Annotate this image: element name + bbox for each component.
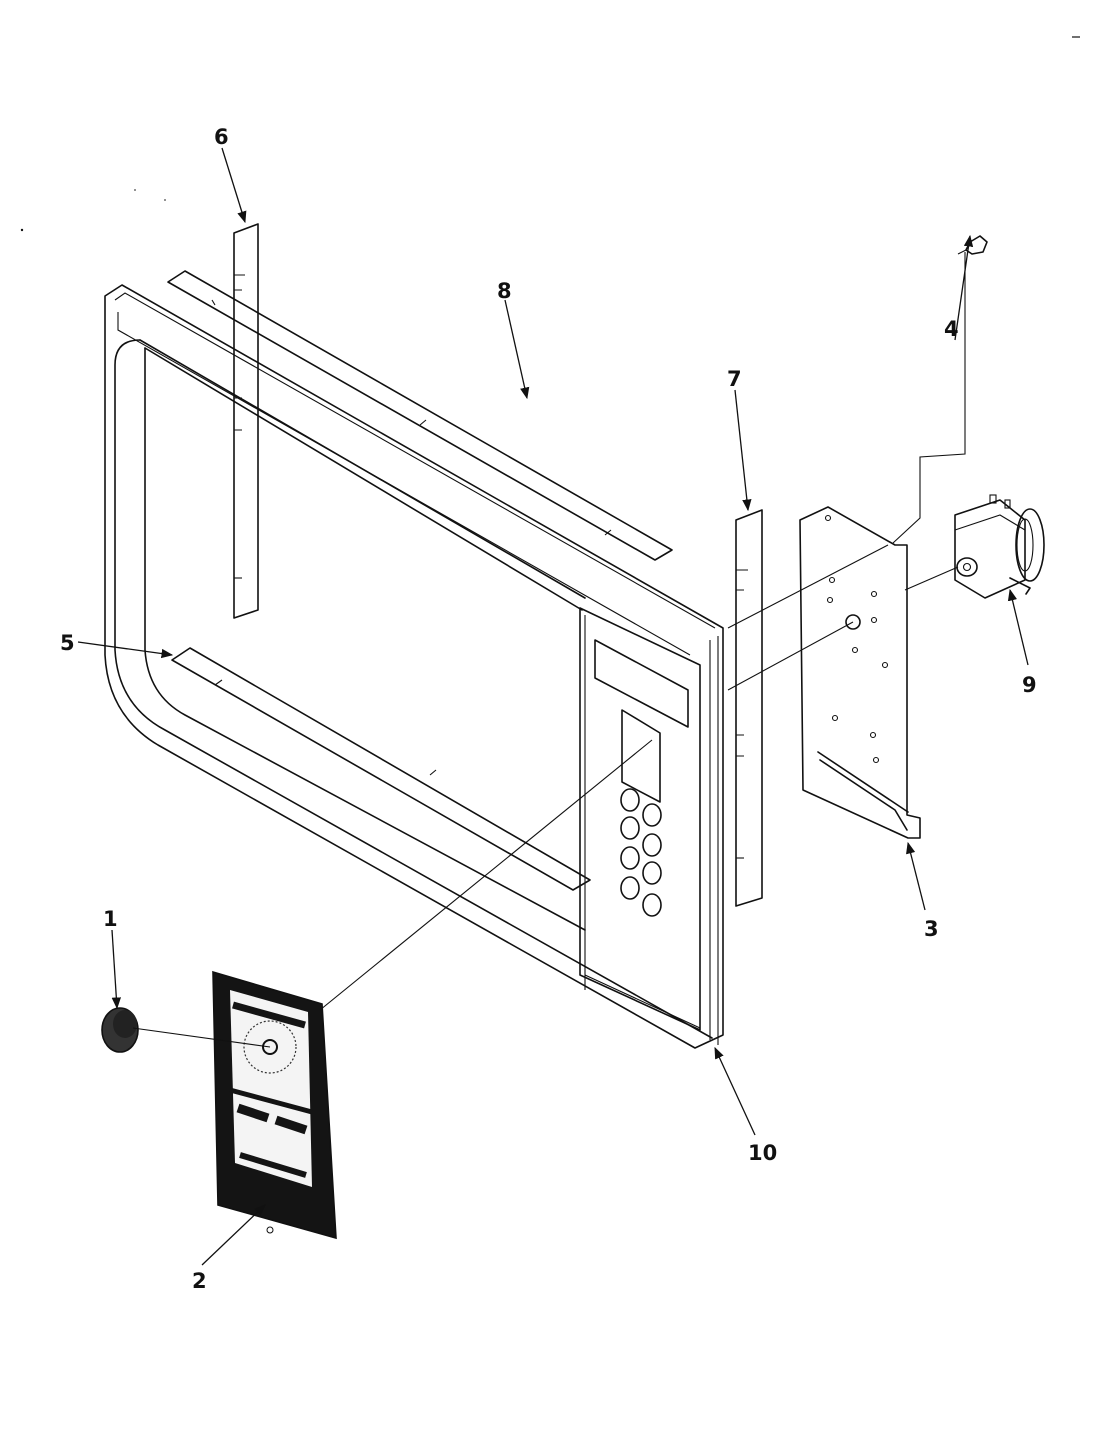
knob: [101, 1007, 139, 1053]
top-trim-strip: [167, 270, 673, 561]
assembly-lines: [132, 252, 966, 1048]
callout-8: 8: [497, 279, 512, 303]
callout-7: 7: [727, 367, 742, 391]
control-panel-overlay: [212, 970, 337, 1240]
right-vertical-bracket: [735, 509, 763, 907]
callout-4: 4: [944, 317, 959, 341]
callout-5: 5: [60, 631, 75, 655]
scan-specks: [20, 36, 1080, 232]
callout-1: 1: [103, 907, 118, 931]
control-panel-frame: [104, 284, 724, 1049]
callout-9: 9: [1022, 673, 1037, 697]
callout-3: 3: [924, 917, 939, 941]
bottom-trim-strip: [171, 647, 591, 891]
leader-arrows: [77, 147, 1029, 1266]
callout-6: 6: [214, 125, 229, 149]
callout-labels: 6 8 4 7 5 9 3 1 10 2: [60, 125, 1037, 1293]
mounting-plate: [799, 506, 921, 839]
timer-motor: [954, 494, 1045, 599]
callout-10: 10: [748, 1141, 777, 1165]
screw: [957, 235, 988, 255]
callout-2: 2: [192, 1269, 207, 1293]
left-vertical-bracket: [233, 223, 259, 619]
